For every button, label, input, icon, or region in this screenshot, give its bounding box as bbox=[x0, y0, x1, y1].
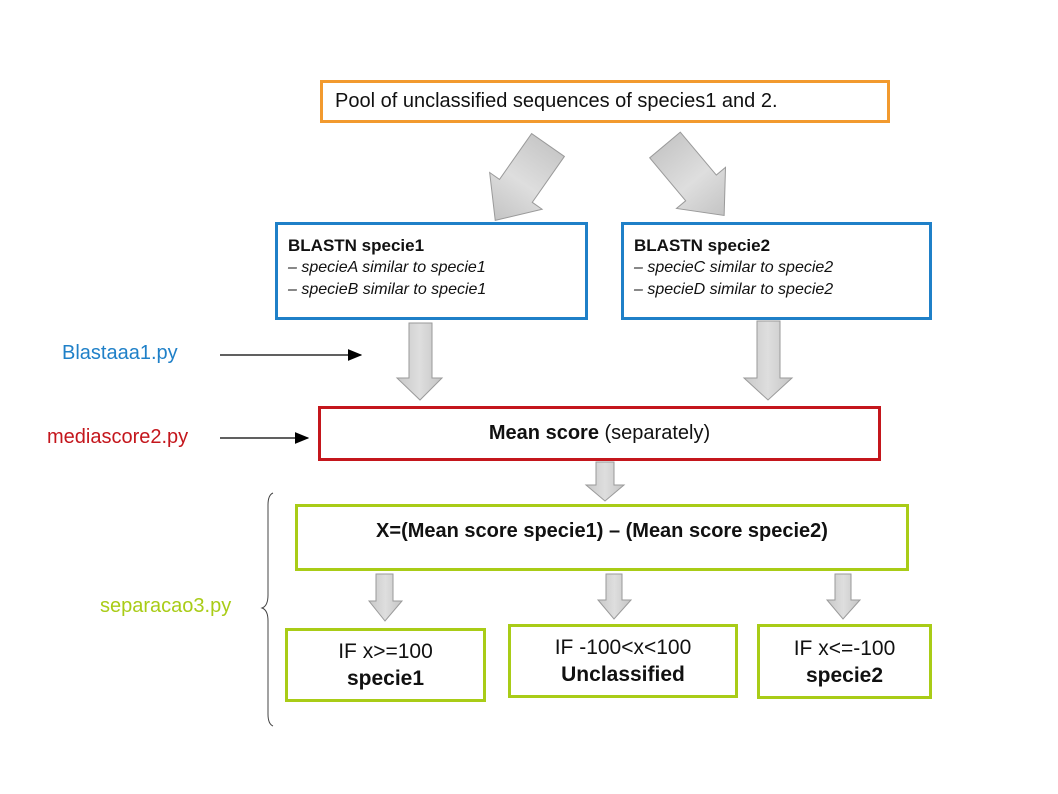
species1-title: BLASTN specie1 bbox=[288, 236, 425, 255]
condition-box-species1: IF x>=100 specie1 bbox=[285, 628, 486, 702]
species1-down-arrow bbox=[395, 322, 444, 401]
blast-species1-box: BLASTN specie1 – specieA similar to spec… bbox=[275, 222, 588, 320]
pool-to-species2-arrow bbox=[648, 131, 727, 217]
separacao-script-label: separacao3.py bbox=[100, 595, 232, 617]
condition-text: IF -100<x<100 bbox=[554, 636, 692, 659]
condition-result: specie1 bbox=[346, 667, 425, 690]
pool-text: Pool of unclassified sequences of specie… bbox=[335, 90, 778, 112]
mean-score-rest: (separately) bbox=[598, 422, 711, 444]
mean-to-formula-arrow bbox=[584, 461, 626, 502]
species2-down-arrow bbox=[742, 320, 794, 401]
formula-to-condition3-arrow bbox=[825, 573, 862, 620]
species1-item: – specieA similar to specie1 bbox=[288, 259, 486, 276]
formula-box: X=(Mean score specie1) – (Mean score spe… bbox=[295, 504, 909, 571]
media-script-label: mediascore2.py bbox=[47, 426, 189, 448]
pool-box: Pool of unclassified sequences of specie… bbox=[320, 80, 890, 123]
formula-to-condition1-arrow bbox=[367, 573, 404, 622]
pool-to-species1-arrow bbox=[489, 132, 566, 221]
species1-item: – specieB similar to specie1 bbox=[288, 281, 487, 298]
mean-score-box: Mean score (separately) bbox=[318, 406, 881, 461]
formula-text: X=(Mean score specie1) – (Mean score spe… bbox=[376, 520, 828, 542]
condition-box-species2: IF x<=-100 specie2 bbox=[757, 624, 932, 699]
blast-species2-box: BLASTN specie2 – specieC similar to spec… bbox=[621, 222, 932, 320]
species2-item: – specieC similar to specie2 bbox=[634, 259, 834, 276]
condition-text: IF x<=-100 bbox=[793, 636, 896, 660]
species2-item: – specieD similar to specie2 bbox=[634, 281, 834, 298]
species2-title: BLASTN specie2 bbox=[634, 236, 771, 255]
condition-box-unclassified: IF -100<x<100 Unclassified bbox=[508, 624, 738, 698]
condition-result: Unclassified bbox=[561, 663, 685, 686]
formula-to-condition2-arrow bbox=[596, 573, 633, 620]
condition-result: specie2 bbox=[805, 663, 884, 687]
condition-text: IF x>=100 bbox=[338, 640, 433, 663]
separacao-brace bbox=[260, 492, 274, 727]
mean-score-bold: Mean score bbox=[488, 422, 599, 444]
blast-script-label: Blastaaa1.py bbox=[62, 342, 178, 364]
